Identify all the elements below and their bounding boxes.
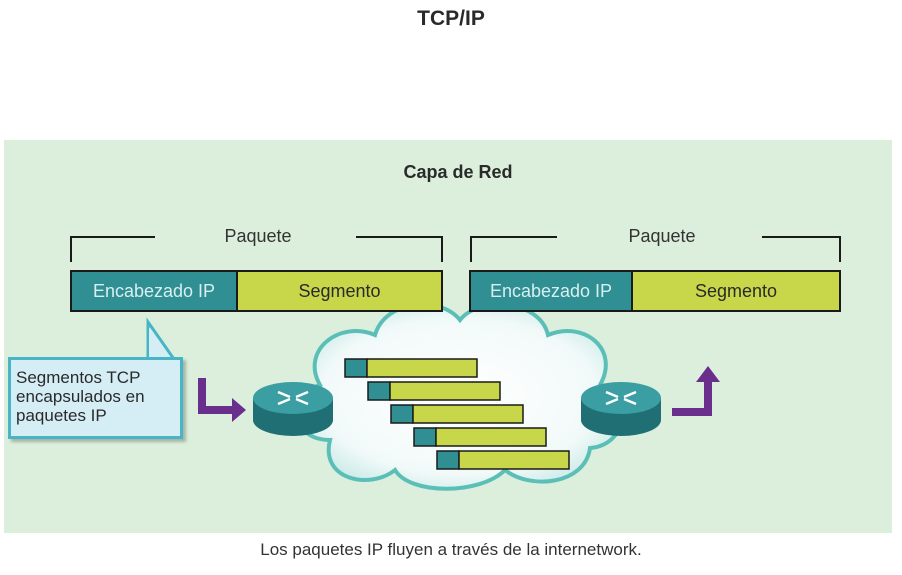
segment-block: Segmento <box>633 272 839 310</box>
callout-box <box>8 357 183 439</box>
router-right-icon <box>581 382 661 436</box>
packet-label-right: Paquete <box>628 226 696 246</box>
ip-packet-right: Encabezado IP Segmento <box>469 270 841 312</box>
arrow-into-router-icon <box>198 378 246 422</box>
packet-label-left: Paquete <box>224 226 292 246</box>
network-layer-label: Capa de Red <box>403 162 513 182</box>
callout-pointer <box>146 317 179 364</box>
ip-packet-left: Encabezado IP Segmento <box>70 270 443 312</box>
ip-header-block: Encabezado IP <box>471 272 633 310</box>
router-left-icon <box>253 382 333 436</box>
callout-text: Segmentos TCP encapsulados en paquetes I… <box>16 368 145 425</box>
ip-header-block: Encabezado IP <box>72 272 238 310</box>
arrow-out-of-router-icon <box>672 366 720 416</box>
flowing-packets <box>344 358 570 470</box>
packet-bracket-right <box>470 236 841 262</box>
packet-bracket-left <box>70 236 443 262</box>
segment-block: Segmento <box>238 272 441 310</box>
diagram-caption: Los paquetes IP fluyen a través de la in… <box>260 540 642 559</box>
diagram-title: TCP/IP <box>417 7 485 30</box>
